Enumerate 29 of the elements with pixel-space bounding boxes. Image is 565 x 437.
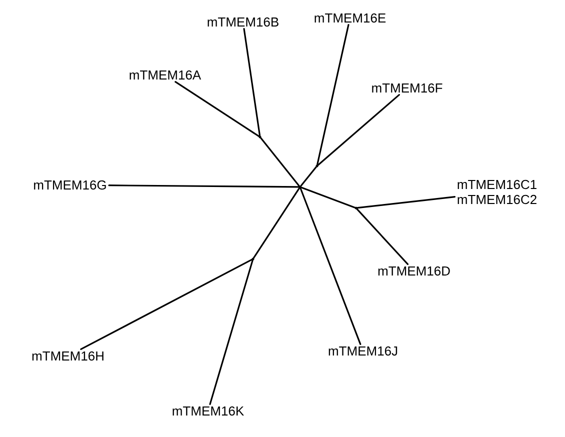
leaf-label: mTMEM16C1 mTMEM16C2 <box>458 180 536 204</box>
branch-line <box>243 28 261 136</box>
leaf-label: mTMEM16K <box>172 406 244 416</box>
branch-line <box>253 187 300 259</box>
branch-line <box>80 258 252 350</box>
branch-line <box>300 188 362 345</box>
leaf-label: mTMEM16G <box>34 180 106 190</box>
leaf-label: mTMEM16E <box>314 13 386 23</box>
branch-line <box>300 186 356 208</box>
branch-point <box>258 136 262 138</box>
branch-line <box>174 81 260 137</box>
branch-line <box>317 94 400 166</box>
branch-point <box>252 258 254 260</box>
branch-point <box>316 164 318 168</box>
branch-line <box>260 137 300 187</box>
leaf-label: mTMEM16J <box>328 346 398 356</box>
branch-line <box>209 260 254 405</box>
leaf-label: mTMEM16F <box>372 83 442 93</box>
branch-line <box>356 196 456 209</box>
leaf-label: mTMEM16D <box>378 266 450 276</box>
branch-point <box>354 206 358 210</box>
leaf-label: mTMEM16B <box>208 17 278 27</box>
branch-line <box>356 208 409 265</box>
branch-line <box>316 24 350 166</box>
leaf-label: mTMEM16A <box>130 70 202 80</box>
branch-line <box>108 184 300 188</box>
branch-line <box>300 166 317 187</box>
leaf-label: mTMEM16H <box>32 351 104 361</box>
branch-point <box>298 186 302 188</box>
